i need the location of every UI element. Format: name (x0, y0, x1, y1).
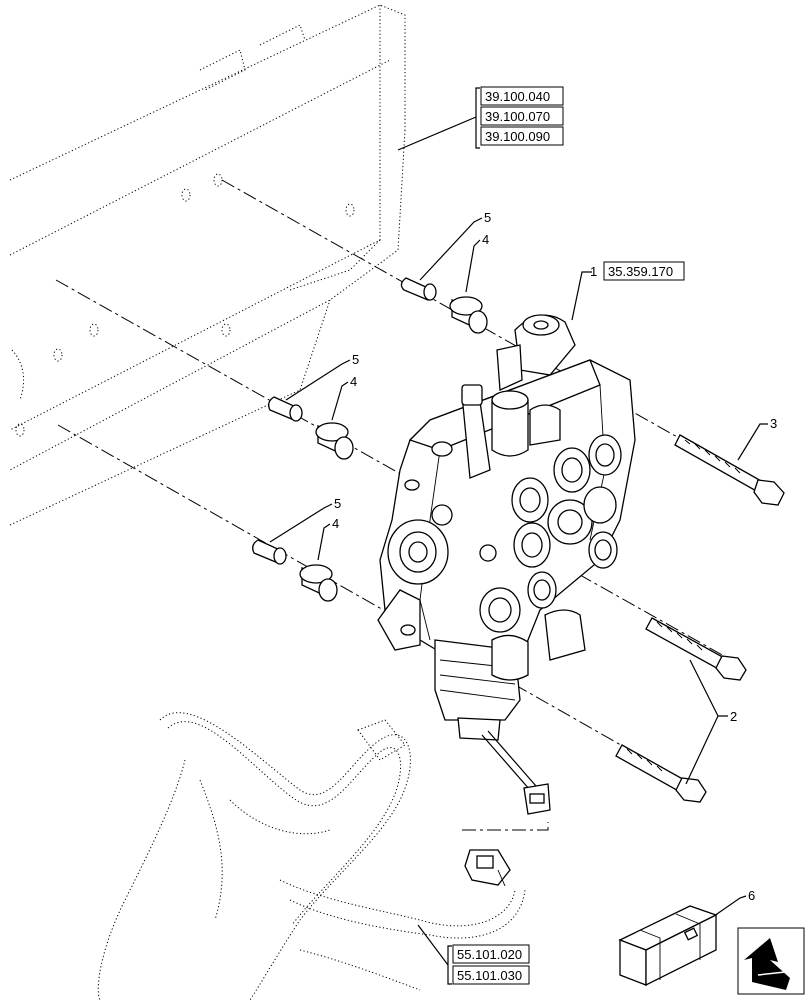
bushing-middle (268, 396, 303, 422)
reference-group-harness: 55.101.020 55.101.030 (417, 924, 530, 985)
callout-3: 3 (737, 416, 777, 461)
callout-4-middle: 4 (331, 374, 357, 421)
reference-group-frame: 39.100.040 39.100.070 39.100.090 (397, 86, 564, 151)
reference-code[interactable]: 35.359.170 (608, 264, 673, 279)
callout-number: 5 (334, 496, 341, 511)
bolt-lower-upper (645, 617, 747, 681)
wiring-harness-phantom (97, 712, 526, 1001)
bolt-lower-lower (615, 744, 707, 803)
callout-5-middle: 5 (285, 352, 359, 401)
callout-number: 2 (730, 709, 737, 724)
callout-5-bottom: 5 (269, 496, 341, 543)
callout-number: 3 (770, 416, 777, 431)
spacer-middle (315, 422, 354, 460)
callout-number: 1 (590, 264, 597, 279)
reference-code[interactable]: 55.101.030 (457, 968, 522, 983)
callout-2: 2 (685, 659, 737, 785)
reference-code[interactable]: 55.101.020 (457, 947, 522, 962)
callout-number: 4 (350, 374, 357, 389)
control-valve (377, 314, 636, 815)
bolt-upper (674, 434, 785, 506)
callout-6: 6 (713, 888, 755, 917)
callout-4-top: 4 (465, 232, 489, 293)
bushing-top (400, 277, 437, 301)
callout-5-top: 5 (419, 210, 491, 281)
spacer-top (449, 296, 488, 334)
kit-crate-icon (618, 905, 718, 987)
callout-number: 6 (748, 888, 755, 903)
chassis-frame-phantom (9, 4, 406, 526)
callout-number: 4 (482, 232, 489, 247)
reference-code[interactable]: 39.100.040 (485, 89, 550, 104)
navigation-arrow-icon[interactable] (737, 927, 805, 995)
bushing-bottom (252, 539, 287, 565)
reference-group-valve: 35.359.170 (603, 261, 685, 281)
spacer-bottom (299, 564, 338, 602)
callout-4-bottom: 4 (317, 516, 339, 561)
reference-code[interactable]: 39.100.070 (485, 109, 550, 124)
callout-number: 4 (332, 516, 339, 531)
callout-number: 5 (484, 210, 491, 225)
reference-code[interactable]: 39.100.090 (485, 129, 550, 144)
callout-1: 1 (571, 264, 597, 321)
callout-number: 5 (352, 352, 359, 367)
harness-connector (464, 849, 511, 887)
